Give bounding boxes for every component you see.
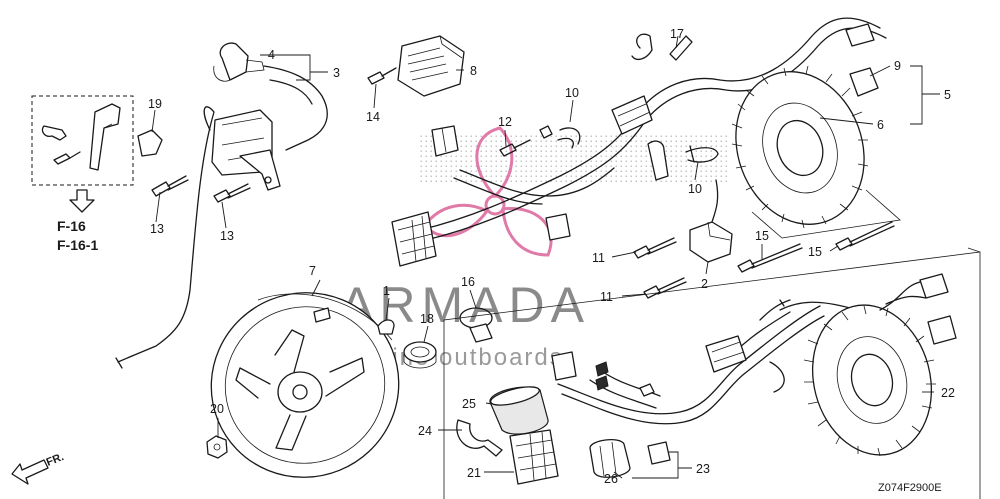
- callout-4: 4: [268, 48, 275, 62]
- sleeve-upper: [611, 95, 653, 135]
- callout-20: 20: [210, 402, 224, 416]
- reference-f16-1: F-16-1: [57, 237, 98, 253]
- key-part: [377, 319, 395, 335]
- callout-25: 25: [462, 397, 476, 411]
- plug-cap-part: [219, 42, 249, 81]
- callout-1: 1: [383, 284, 390, 298]
- callout-2: 2: [701, 277, 708, 291]
- callout-15b: 15: [808, 245, 822, 259]
- watermark-dot-band: [420, 135, 730, 183]
- bolt-15a: [737, 243, 803, 273]
- direction-arrow-icon: [11, 459, 49, 485]
- callout-26: 26: [604, 472, 618, 486]
- callout-17: 17: [670, 27, 684, 41]
- callout-16: 16: [461, 275, 475, 289]
- connector-side: [545, 213, 571, 241]
- wire-harness-upper: [391, 17, 887, 267]
- front-direction-indicator: FR.: [11, 451, 66, 485]
- callout-9: 9: [894, 59, 901, 73]
- ht-cable: [263, 65, 328, 151]
- clamp-10b: [685, 145, 719, 163]
- bolt-13b: [213, 183, 251, 203]
- stator-connector-lower-top: [919, 273, 949, 299]
- callout-7: 7: [309, 264, 316, 278]
- clip-17: [631, 33, 693, 61]
- callout-13a: 13: [150, 222, 164, 236]
- stator-lower: [803, 273, 957, 457]
- wire-harness-lower: [551, 299, 851, 425]
- callout-5: 5: [944, 88, 951, 102]
- callout-14: 14: [366, 110, 380, 124]
- bolt-part: [53, 151, 81, 165]
- callout-11a: 11: [592, 251, 605, 265]
- pulser-coil: [689, 179, 733, 263]
- bolt-12: [499, 139, 531, 157]
- reference-dashed-frame: [31, 95, 134, 186]
- callout-13b: 13: [220, 229, 234, 243]
- bolt-14: [367, 67, 397, 85]
- callout-3: 3: [333, 66, 340, 80]
- flywheel: [210, 292, 400, 478]
- terminal-lower: [639, 383, 655, 397]
- callout-8: 8: [470, 64, 477, 78]
- callout-18: 18: [420, 312, 434, 326]
- connector-2pin-lower: [551, 351, 577, 381]
- reference-f16: F-16: [57, 218, 86, 234]
- connector-23: [647, 441, 671, 465]
- callout-10a: 10: [565, 86, 579, 100]
- stator-connector-top: [845, 23, 875, 47]
- callout-24: 24: [418, 424, 432, 438]
- reference-box: F-16 F-16-1: [31, 95, 134, 253]
- ignition-coil-assembly: [115, 42, 328, 369]
- callout-19: 19: [148, 97, 162, 111]
- grommet-18: [403, 341, 437, 369]
- bolt-15b: [835, 221, 895, 251]
- ground-wire: [131, 106, 215, 357]
- cap-25: [489, 386, 549, 435]
- stator-connector-upper: [849, 67, 879, 97]
- down-arrow-icon: [69, 189, 95, 213]
- bolt-11b: [643, 277, 687, 299]
- lead-wire: [759, 299, 791, 321]
- terminal-upper: [539, 125, 553, 139]
- clip-part: [41, 125, 67, 141]
- callout-10b: 10: [688, 182, 702, 196]
- callout-22: 22: [941, 386, 955, 400]
- leader-lines: [151, 35, 940, 479]
- coupler-26: [589, 438, 631, 478]
- callout-23: 23: [696, 462, 710, 476]
- tube-part: [647, 140, 669, 181]
- stator-upper: [731, 23, 901, 239]
- callout-11b: 11: [600, 290, 613, 304]
- callout-15a: 15: [755, 229, 769, 243]
- connector-2pin-upper: [431, 125, 459, 157]
- regulator-rectifier: [397, 35, 465, 97]
- bolt-13a: [151, 175, 189, 197]
- callout-12: 12: [498, 115, 512, 129]
- nut-20: [206, 435, 228, 459]
- connector-21: [509, 429, 559, 485]
- callout-labels: 1 2 3 4 5 6 7 8 9 10 10 11 11 12 13 13 1…: [148, 27, 955, 486]
- sleeve-lower: [705, 335, 747, 373]
- stator-connector-lower: [927, 315, 957, 345]
- kit-boundary: [443, 251, 981, 499]
- callout-21: 21: [467, 466, 481, 480]
- terminal-part: [115, 355, 133, 369]
- clip-24: [456, 419, 503, 457]
- callout-6: 6: [877, 118, 884, 132]
- direction-label: FR.: [45, 451, 66, 469]
- bracket-part: [89, 103, 121, 171]
- bracket-19: [137, 129, 163, 157]
- bolt-11a: [633, 237, 677, 259]
- diagram-code: Z074F2900E: [878, 482, 942, 494]
